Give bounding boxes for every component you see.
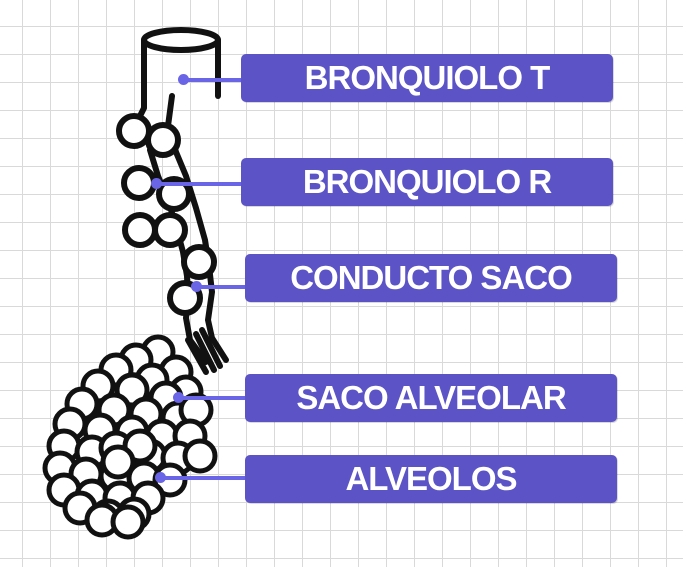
connector-dot-bronquiolo-r: [151, 178, 162, 189]
bronchiole-alveolus: [121, 165, 157, 201]
connector-conducto-saco: [196, 285, 248, 289]
connector-bronquiolo-t: [184, 78, 244, 82]
tube-left-wall: [133, 37, 147, 127]
label-bronquiolo-r: BRONQUIOLO R: [241, 158, 613, 206]
connector-bronquiolo-r: [156, 182, 244, 186]
connector-dot-bronquiolo-t: [178, 74, 189, 85]
alveolus: [110, 504, 146, 540]
connector-dot-conducto-saco: [191, 281, 202, 292]
terminal-bronchiole-tube: [133, 27, 221, 127]
label-conducto-saco: CONDUCTO SACO: [245, 254, 617, 302]
alveolus: [182, 438, 218, 474]
connector-dot-saco-alveolar: [173, 392, 184, 403]
connector-dot-alveolos: [155, 472, 166, 483]
label-saco-alveolar: SACO ALVEOLAR: [245, 374, 617, 422]
bronchiole-alveolus: [156, 176, 192, 212]
connector-saco-alveolar: [178, 396, 248, 400]
label-bronquiolo-t: BRONQUIOLO T: [241, 54, 613, 102]
bronchiole-alveoli: [116, 113, 217, 316]
bronchiole-alveolus: [122, 212, 158, 248]
bronchiole-alveolus: [152, 212, 188, 248]
bronchiole-alveolus: [181, 244, 217, 280]
duct-branch-lines: [185, 327, 223, 375]
label-alveolos: ALVEOLOS: [245, 455, 617, 503]
connector-alveolos: [160, 476, 248, 480]
alveolar-sac-cluster: [42, 334, 218, 540]
alveolus: [100, 444, 136, 480]
bronchiole-alveolus: [116, 113, 152, 149]
tube-opening: [141, 27, 221, 53]
bronchiole-alveolus: [145, 122, 181, 158]
